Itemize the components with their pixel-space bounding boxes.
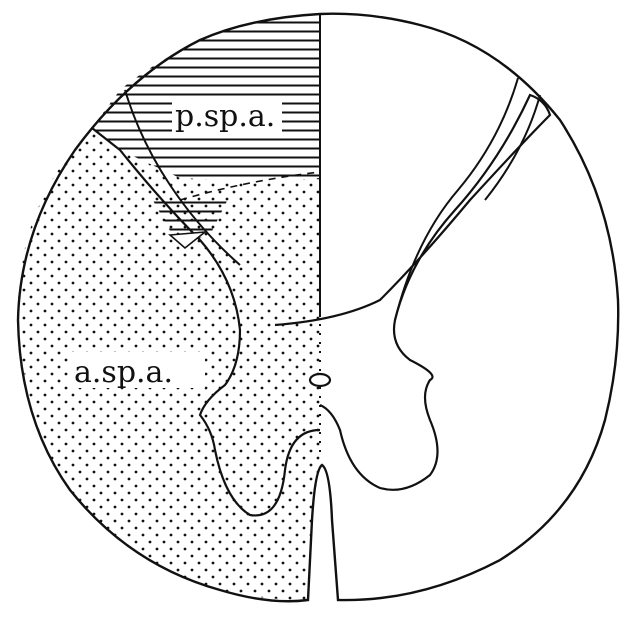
posterior-spinal-artery-label: p.sp.a. <box>175 99 275 134</box>
central-canal <box>310 374 330 386</box>
anterior-spinal-artery-label: a.sp.a. <box>74 355 173 390</box>
right-posterior-horn-line <box>395 78 518 320</box>
right-posterior-horn-edge <box>485 95 540 200</box>
